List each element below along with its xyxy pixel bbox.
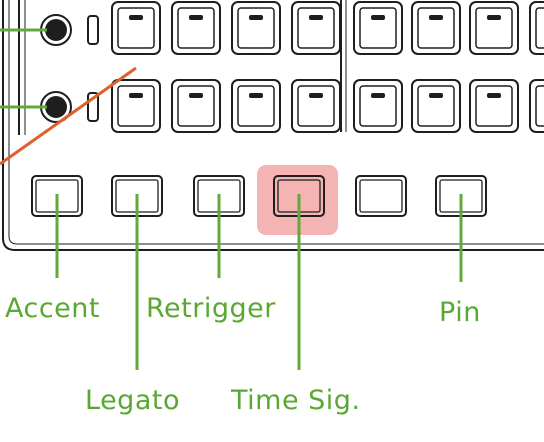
pad[interactable] bbox=[353, 79, 403, 133]
pad[interactable] bbox=[291, 79, 341, 133]
pad[interactable] bbox=[411, 79, 461, 133]
legato-label: Legato bbox=[85, 385, 180, 416]
panel-outline bbox=[2, 0, 544, 251]
accent-label: Accent bbox=[5, 293, 100, 324]
pad[interactable] bbox=[411, 1, 461, 55]
time-sig-label: Time Sig. bbox=[231, 385, 361, 416]
pad[interactable] bbox=[171, 79, 221, 133]
diagonal-pointer-line bbox=[0, 66, 137, 166]
jack-indicator bbox=[87, 15, 99, 45]
pad[interactable] bbox=[353, 1, 403, 55]
pad[interactable] bbox=[111, 1, 161, 55]
pad[interactable] bbox=[111, 79, 161, 133]
pin-label: Pin bbox=[439, 297, 481, 328]
unlabeled-button[interactable] bbox=[355, 175, 407, 217]
pad[interactable] bbox=[171, 1, 221, 55]
input-jack[interactable] bbox=[40, 14, 72, 46]
pad[interactable] bbox=[469, 1, 519, 55]
panel-inner-outline bbox=[8, 0, 544, 245]
pad[interactable] bbox=[469, 79, 519, 133]
retrigger-label: Retrigger bbox=[146, 293, 276, 324]
pad[interactable] bbox=[231, 79, 281, 133]
pad[interactable] bbox=[529, 1, 544, 55]
input-jack[interactable] bbox=[40, 91, 72, 123]
pad[interactable] bbox=[529, 79, 544, 133]
pad[interactable] bbox=[231, 1, 281, 55]
pad[interactable] bbox=[291, 1, 341, 55]
